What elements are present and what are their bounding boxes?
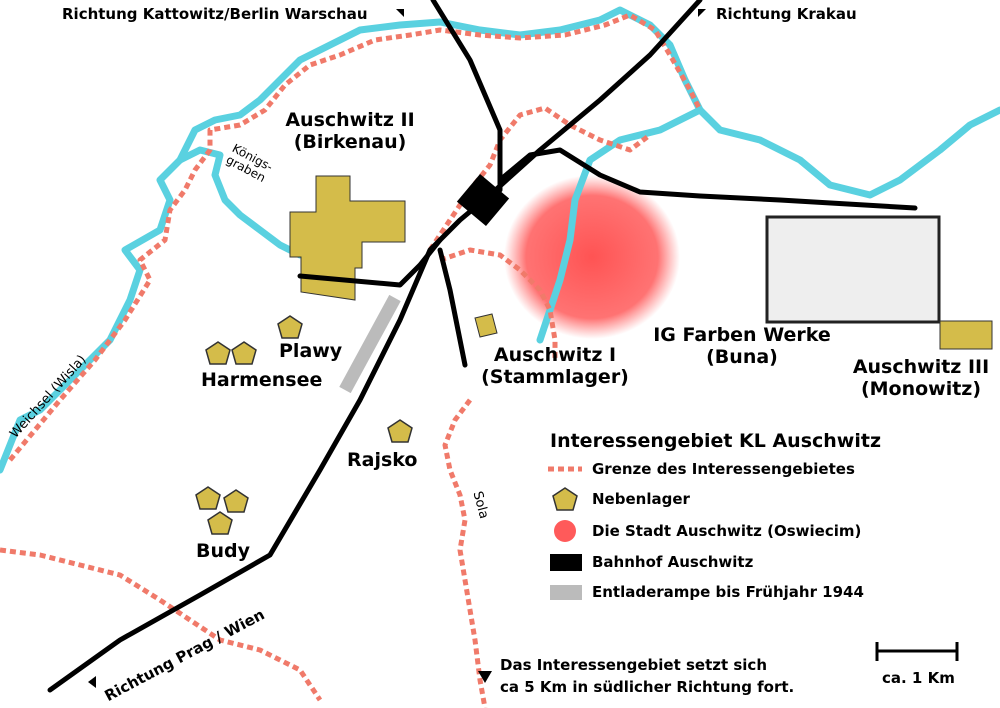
label-plawy: Plawy — [279, 340, 343, 362]
label-rajsko: Rajsko — [347, 449, 418, 471]
label-birkenau: Auschwitz II (Birkenau) — [270, 109, 430, 154]
label-budy: Budy — [196, 540, 250, 562]
legend-ramp-symbol — [550, 585, 582, 600]
label-stammlager: Auschwitz I (Stammlager) — [465, 344, 645, 389]
label-harmensee: Harmensee — [201, 369, 323, 391]
subcamp-budy-2 — [223, 489, 249, 513]
legend-town-label: Die Stadt Auschwitz (Oswiecim) — [592, 522, 862, 540]
note-line1: Das Interessengebiet setzt sich — [500, 656, 767, 674]
arrow-kattowitz — [396, 9, 404, 17]
river-weichsel — [0, 6, 1000, 474]
arrow-krakau — [698, 9, 706, 17]
direction-krakau: Richtung Krakau — [716, 5, 857, 23]
label-ig-farben-line1: IG Farben Werke — [653, 324, 831, 346]
scale-label: ca. 1 Km — [882, 669, 955, 687]
label-monowitz: Auschwitz III (Monowitz) — [846, 356, 996, 401]
label-stammlager-line1: Auschwitz I — [493, 344, 617, 366]
scale-bar — [875, 642, 959, 661]
label-birkenau-line1: Auschwitz II — [285, 109, 415, 131]
label-monowitz-line2: (Monowitz) — [860, 377, 982, 400]
town-area — [504, 175, 680, 339]
subcamp-harmensee-1 — [205, 341, 231, 365]
label-birkenau-line2: (Birkenau) — [293, 130, 407, 153]
river-sola — [536, 106, 704, 344]
railway-stammlager — [437, 247, 468, 368]
railway-kattowitz — [430, 0, 503, 193]
note-line2: ca 5 Km in südlicher Richtung fort. — [500, 678, 795, 696]
legend-border-label: Grenze des Interessengebietes — [592, 460, 855, 478]
border-line-south — [442, 398, 488, 708]
legend-ramp-label: Entladerampe bis Frühjahr 1944 — [592, 583, 864, 601]
railway-main — [47, 0, 703, 693]
subcamp-rajsko — [387, 419, 413, 443]
legend-subcamp-symbol — [552, 487, 578, 511]
label-monowitz-line1: Auschwitz III — [852, 356, 990, 378]
direction-kattowitz: Richtung Kattowitz/Berlin Warschau — [62, 5, 368, 23]
ig-farben-works — [765, 215, 941, 324]
arrow-prag — [88, 676, 96, 688]
railway-birkenau — [297, 237, 443, 288]
legend-station-label: Bahnhof Auschwitz — [592, 553, 754, 571]
birkenau-camp — [289, 175, 406, 301]
border-line-north — [8, 12, 703, 462]
subcamp-budy-3 — [207, 511, 233, 535]
label-ig-farben: IG Farben Werke (Buna) — [652, 324, 832, 369]
railway-buna — [497, 147, 918, 211]
legend-town-symbol — [554, 520, 576, 542]
label-stammlager-line2: (Stammlager) — [481, 365, 629, 388]
legend-station-symbol — [550, 554, 582, 571]
monowitz-camp — [939, 320, 993, 350]
legend-subcamp-label: Nebenlager — [592, 490, 690, 508]
border-line-southwest — [0, 547, 323, 702]
station-auschwitz — [456, 173, 510, 227]
subcamp-plawy — [277, 315, 303, 339]
border-line-east — [439, 247, 558, 360]
stammlager-camp — [474, 313, 498, 338]
arrow-note — [478, 671, 492, 683]
subcamp-harmensee-2 — [231, 341, 257, 365]
label-ig-farben-line2: (Buna) — [706, 345, 778, 368]
legend-title: Interessengebiet KL Auschwitz — [550, 430, 882, 452]
unloading-ramp — [339, 294, 401, 394]
subcamp-budy-1 — [195, 486, 221, 510]
